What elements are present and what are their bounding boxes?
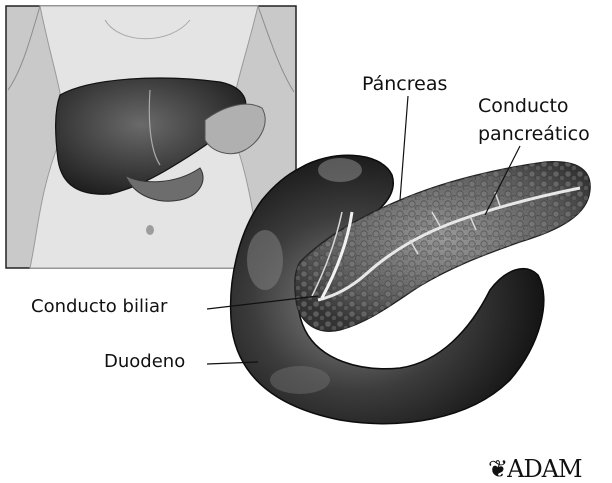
- adam-logo: ❦ADAM: [488, 455, 582, 483]
- logo-leaf-icon: ❦: [488, 455, 507, 483]
- label-pancreas: Páncreas: [362, 74, 447, 95]
- label-duodenum: Duodeno: [104, 352, 185, 372]
- label-pancreatic-duct-line2: pancreático: [478, 124, 590, 145]
- label-pancreatic-duct-line1: Conducto: [478, 96, 569, 117]
- logo-text: ADAM: [507, 455, 581, 483]
- label-bile-duct: Conducto biliar: [31, 297, 167, 317]
